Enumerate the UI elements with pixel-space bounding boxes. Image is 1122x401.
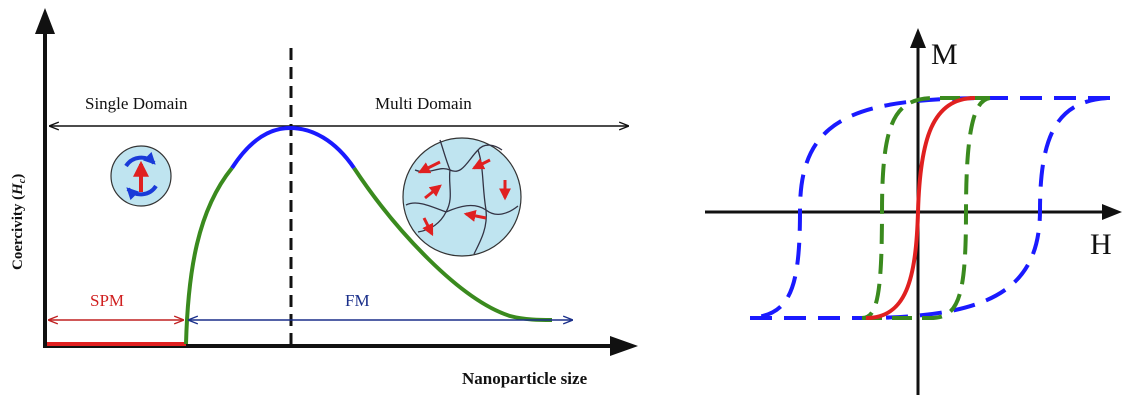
y-axis-arrowhead	[35, 8, 55, 34]
spm-label: SPM	[90, 291, 124, 310]
h-axis-arrowhead	[1102, 204, 1122, 220]
hysteresis-loop-plot: M H	[705, 28, 1122, 395]
hysteresis-loop-narrow	[861, 96, 991, 320]
multi-domain-particle-icon	[402, 137, 522, 257]
multi-domain-label: Multi Domain	[375, 94, 472, 113]
m-axis-label: M	[931, 38, 958, 71]
coercivity-curve-rising	[184, 166, 234, 345]
h-axis-label: H	[1090, 228, 1112, 261]
x-axis-label: Nanoparticle size	[462, 369, 588, 388]
single-domain-particle-icon	[110, 145, 172, 207]
y-axis-label: Coercivity (Hc)	[10, 174, 28, 270]
m-axis-arrowhead	[910, 28, 926, 48]
fm-label: FM	[345, 291, 370, 310]
superparamagnetic-curve	[865, 96, 976, 320]
coercivity-size-plot: Coercivity (Hc) Nanoparticle size Single…	[10, 8, 638, 388]
x-axis-arrowhead	[610, 336, 638, 356]
hysteresis-loop-wide	[749, 96, 1111, 320]
single-domain-label: Single Domain	[85, 94, 188, 113]
coercivity-curve-peak	[230, 125, 356, 170]
